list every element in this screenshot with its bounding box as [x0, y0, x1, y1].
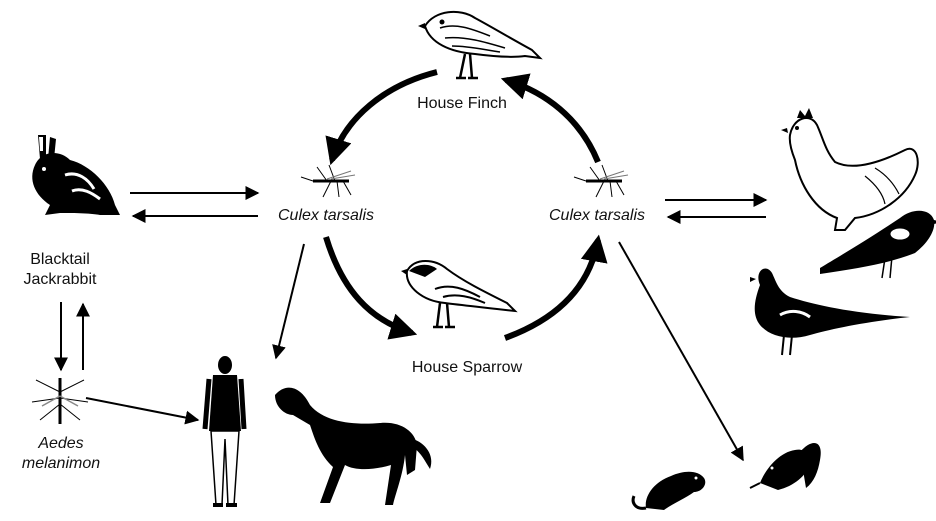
- human-icon: [205, 356, 244, 505]
- label-aedes-line1: Aedes: [38, 435, 83, 452]
- label-culex-tarsalis-right: Culex tarsalis: [535, 206, 659, 226]
- squirrel-icon: [750, 443, 821, 490]
- mosquito-icon: [574, 165, 628, 197]
- ground-squirrel-icon: [633, 472, 705, 510]
- label-house-finch: House Finch: [404, 94, 520, 114]
- label-culex-tarsalis-left: Culex tarsalis: [264, 206, 388, 226]
- label-aedes-melanimon: Aedes melanimon: [16, 434, 106, 474]
- pheasant-icon: [750, 269, 910, 355]
- label-jackrabbit-line2: Jackrabbit: [24, 271, 97, 288]
- label-jackrabbit-line1: Blacktail: [30, 251, 90, 268]
- arrow-sparrow-to-right-culex: [505, 240, 598, 338]
- arrow-left-culex-to-sparrow: [326, 237, 412, 333]
- mosquito-icon: [301, 165, 355, 197]
- label-jackrabbit: Blacktail Jackrabbit: [14, 250, 106, 290]
- arrow-culex-to-human: [276, 244, 304, 358]
- jackrabbit-icon: [32, 135, 120, 215]
- house-sparrow-icon: [401, 261, 515, 327]
- arrow-finch-to-left-culex: [332, 72, 437, 160]
- arrow-right-culex-to-finch: [506, 80, 598, 162]
- chicken-icon: [781, 108, 918, 230]
- mosquito-icon: [32, 378, 88, 424]
- arrow-culex-to-squirrels: [619, 242, 743, 460]
- label-house-sparrow: House Sparrow: [398, 358, 536, 378]
- label-aedes-line2: melanimon: [22, 455, 100, 472]
- arrow-aedes-to-human: [86, 398, 198, 420]
- horse-icon: [275, 388, 431, 505]
- house-finch-icon: [418, 12, 540, 78]
